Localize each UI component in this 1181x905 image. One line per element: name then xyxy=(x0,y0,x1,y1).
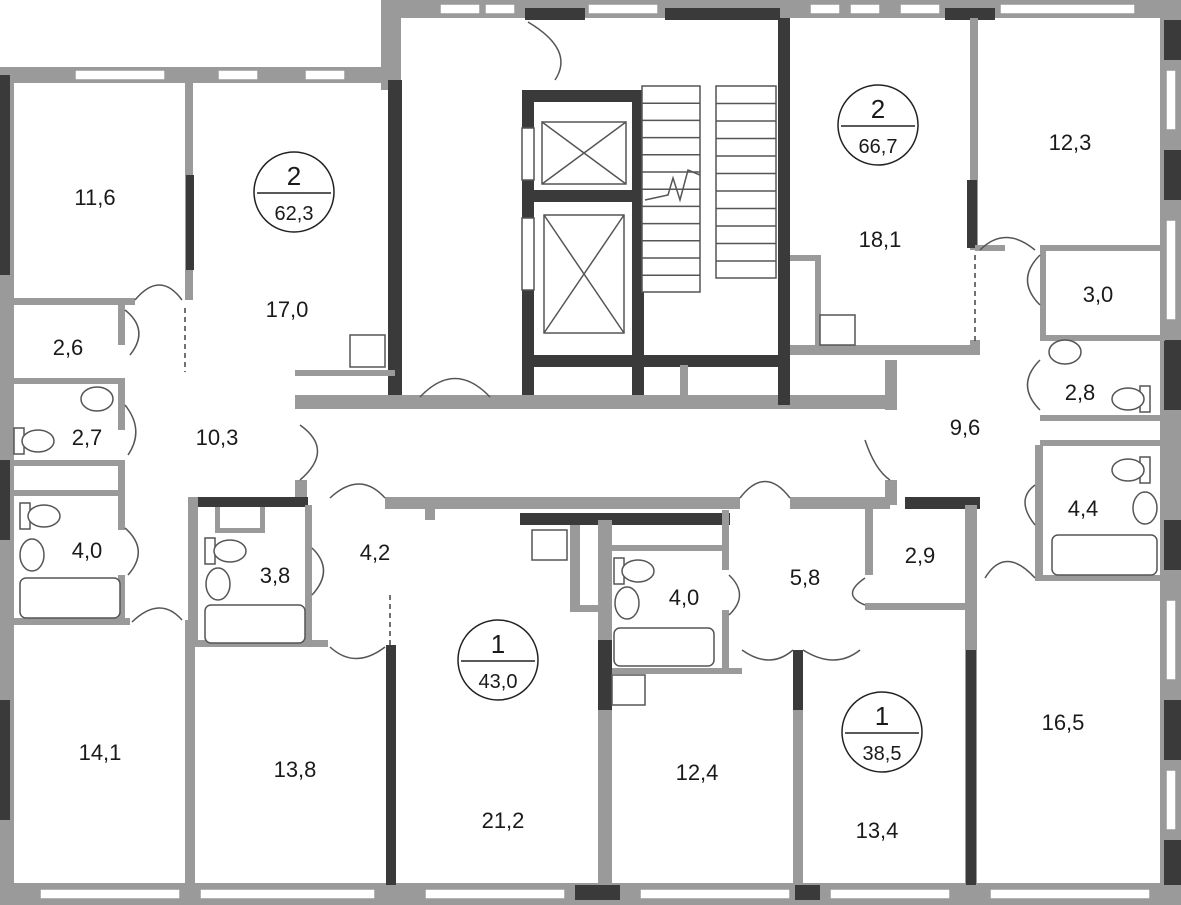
room-area-labels: 11,6 17,0 2,6 2,7 10,3 4,0 3,8 4,2 14,1 … xyxy=(53,130,1114,843)
room-area-17-0: 17,0 xyxy=(266,297,309,322)
room-area-4-0-left: 4,0 xyxy=(72,538,103,563)
apartment-badge-66-7: 2 66,7 xyxy=(837,84,919,166)
room-area-9-6: 9,6 xyxy=(950,415,981,440)
room-area-13-4: 13,4 xyxy=(856,818,899,843)
doors xyxy=(124,21,1041,661)
apartment-badge-62-3: 2 62,3 xyxy=(253,151,335,233)
room-area-5-8: 5,8 xyxy=(790,565,821,590)
room-area-4-0-center: 4,0 xyxy=(669,585,700,610)
stair-break-line xyxy=(644,168,701,203)
room-area-4-4: 4,4 xyxy=(1068,496,1099,521)
room-area-3-0: 3,0 xyxy=(1083,282,1114,307)
apartment-rooms-count: 1 xyxy=(491,629,505,659)
room-area-13-8: 13,8 xyxy=(274,757,317,782)
room-area-3-8: 3,8 xyxy=(260,563,291,588)
apartment-rooms-count: 2 xyxy=(871,94,885,124)
room-area-2-9: 2,9 xyxy=(905,543,936,568)
room-area-12-3: 12,3 xyxy=(1049,130,1092,155)
bathroom-fixtures xyxy=(13,314,1158,706)
room-area-18-1: 18,1 xyxy=(859,227,902,252)
apartment-total-area: 43,0 xyxy=(479,671,518,693)
elevator-shafts xyxy=(521,121,627,334)
apartment-total-area: 62,3 xyxy=(275,203,314,225)
room-area-2-7: 2,7 xyxy=(72,425,103,450)
stair-flight xyxy=(715,85,777,279)
room-area-16-5: 16,5 xyxy=(1042,710,1085,735)
apartment-rooms-count: 1 xyxy=(875,701,889,731)
room-area-2-6: 2,6 xyxy=(53,335,84,360)
room-area-14-1: 14,1 xyxy=(79,740,122,765)
room-area-11-6: 11,6 xyxy=(74,185,115,210)
apartment-badge-43-0: 1 43,0 xyxy=(457,619,539,701)
apartment-rooms-count: 2 xyxy=(287,161,301,191)
apartment-total-area: 66,7 xyxy=(859,136,898,158)
windows xyxy=(39,3,1177,900)
interior-walls xyxy=(10,18,1165,885)
room-area-12-4: 12,4 xyxy=(676,760,719,785)
outer-wall-accents xyxy=(0,8,1181,900)
room-area-10-3: 10,3 xyxy=(196,425,239,450)
room-area-2-8: 2,8 xyxy=(1065,380,1096,405)
room-area-4-2: 4,2 xyxy=(360,540,391,565)
apartment-badge-38-5: 1 38,5 xyxy=(841,691,923,773)
apartment-total-area: 38,5 xyxy=(863,743,902,765)
staircase xyxy=(641,85,777,293)
room-area-21-2: 21,2 xyxy=(482,808,525,833)
